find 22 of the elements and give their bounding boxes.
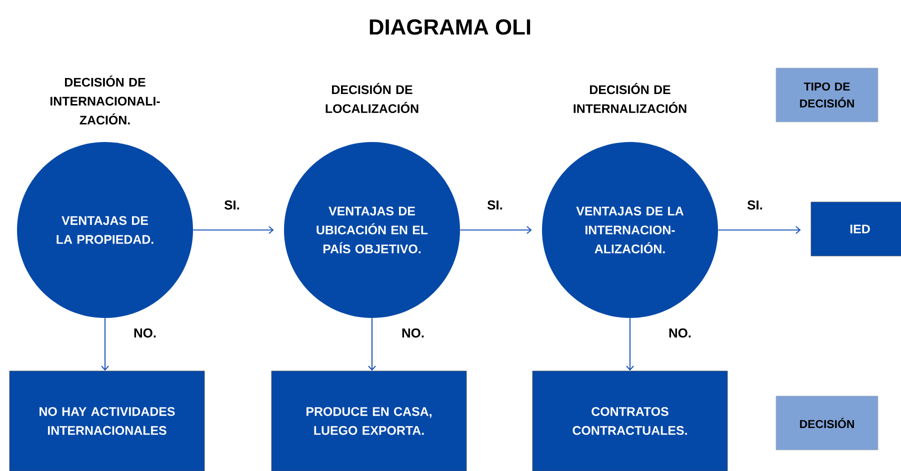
- arrow: [101, 318, 109, 371]
- edge-label: SI.: [224, 200, 240, 210]
- outcome-box: PRODUCE EN CASA, LUEGO EXPORTA.: [271, 370, 467, 471]
- arrow: [368, 318, 376, 371]
- arrow: [460, 226, 532, 234]
- edge-label: NO.: [134, 328, 156, 338]
- arrow: [718, 226, 801, 234]
- key-box: TIPO DE DECISIÓN: [776, 68, 878, 122]
- edge-label: SI.: [487, 200, 502, 210]
- outcome-box: IED: [810, 202, 901, 256]
- key-box: DECISIÓN: [776, 396, 878, 450]
- heading: DECISIÓN DE INTERNALIZACIÓN: [574, 82, 686, 114]
- heading: DECISIÓN DE INTERNACIONALI- ZACIÓN.: [50, 76, 160, 124]
- edge-label: SI.: [747, 200, 762, 210]
- outcome-box: NO HAY ACTIVIDADES INTERNACIONALES: [9, 370, 205, 471]
- outcome-box: CONTRATOS CONTRACTUALES.: [532, 370, 728, 471]
- title: DIAGRAMA OLI: [370, 19, 530, 35]
- edge-label: NO.: [669, 328, 691, 338]
- edge-label: NO.: [402, 328, 424, 338]
- heading: DECISIÓN DE LOCALIZACIÓN: [326, 82, 418, 114]
- arrow: [626, 318, 634, 371]
- arrow: [193, 226, 274, 234]
